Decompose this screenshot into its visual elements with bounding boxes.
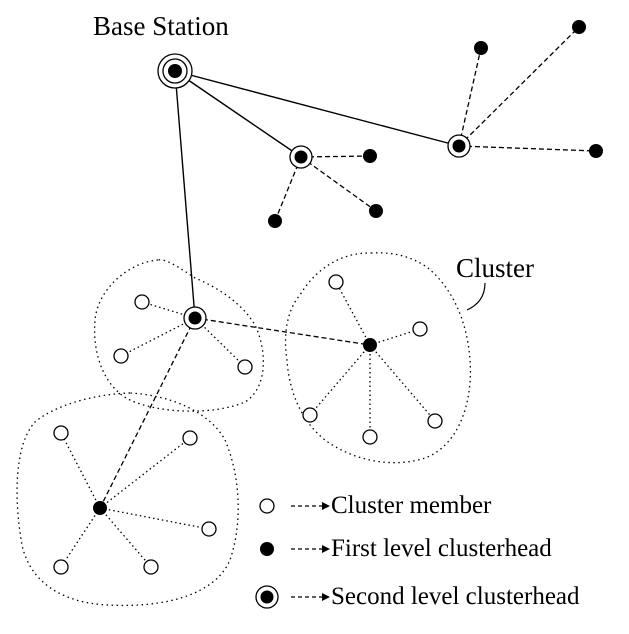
cluster-boundary-bottom-left (16, 392, 239, 607)
link-right-to-n2 (458, 26, 580, 147)
legend-first-level-label: First level clusterhead (331, 535, 552, 562)
cluster-boundaries (16, 252, 472, 607)
link-ch-left-to-ch-bottom (99, 317, 196, 509)
member-link (369, 344, 436, 422)
cluster-member-node (134, 294, 150, 310)
legend-member-symbol (259, 498, 275, 514)
legend-item-second-level: Second level clusterhead (255, 583, 580, 610)
first-level-node (363, 149, 377, 163)
first-level-node (369, 204, 383, 218)
member-link (99, 437, 191, 509)
first-level-node (474, 41, 488, 55)
first-level-node (268, 214, 282, 228)
link-right-to-n1 (458, 47, 482, 147)
cluster-member-node (113, 348, 129, 364)
link-base-to-ch-mid (174, 70, 302, 158)
cluster-member-node (53, 425, 69, 441)
second-level-clusterheads (183, 134, 471, 330)
member-link (335, 281, 371, 346)
link-base-to-ch-right (174, 70, 460, 147)
cluster-callout-line (466, 282, 486, 311)
first-level-node (363, 338, 377, 352)
legend-arrowhead (322, 593, 330, 601)
legend-arrowhead (322, 502, 330, 510)
member-link (369, 328, 421, 346)
first-level-node (589, 144, 603, 158)
cluster-member-node (237, 359, 253, 375)
legend-second-level-label: Second level clusterhead (331, 583, 580, 610)
first-level-clusterheads (93, 20, 603, 515)
second-level-node-left (183, 306, 207, 330)
member-link (60, 432, 101, 509)
member-link (99, 507, 152, 568)
second-level-node-mid (289, 145, 313, 169)
link-base-to-ch-left (174, 70, 196, 319)
legend-first-level-symbol (260, 542, 274, 556)
cluster-boundary-right (284, 252, 472, 464)
legend-second-level-symbol (255, 585, 279, 609)
cluster-member-node (201, 521, 217, 537)
first-level-node (572, 20, 586, 34)
legend-item-first-level: First level clusterhead (260, 535, 552, 562)
member-link (120, 317, 196, 357)
cluster-member-node (362, 429, 378, 445)
member-link (60, 507, 101, 568)
cluster-member-node (328, 274, 344, 290)
member-links (60, 281, 436, 568)
link-mid-to-n2 (300, 156, 377, 212)
first-level-node (93, 501, 107, 515)
base-station-node (157, 53, 193, 89)
base-station-label: Base Station (93, 11, 229, 41)
legend-item-member: Cluster member (259, 492, 492, 519)
legend-member-label: Cluster member (331, 492, 492, 519)
cluster-members (53, 274, 443, 575)
cluster-member-node (427, 413, 443, 429)
cluster-member-node (412, 321, 428, 337)
link-ch-left-to-ch-right (194, 317, 371, 346)
legend-arrowhead (322, 545, 330, 553)
cluster-label: Cluster (456, 253, 534, 283)
second-level-node-right (447, 134, 471, 158)
member-link (309, 344, 371, 416)
cluster-member-node (302, 407, 318, 423)
cluster-member-node (143, 559, 159, 575)
backbone-links (174, 70, 460, 319)
cluster-member-node (182, 430, 198, 446)
cluster-boundary-top-left (93, 259, 264, 412)
cluster-member-node (53, 559, 69, 575)
link-right-to-n3 (458, 145, 597, 152)
member-link (99, 507, 210, 530)
legend: Cluster member First level clusterhead S… (255, 492, 580, 610)
